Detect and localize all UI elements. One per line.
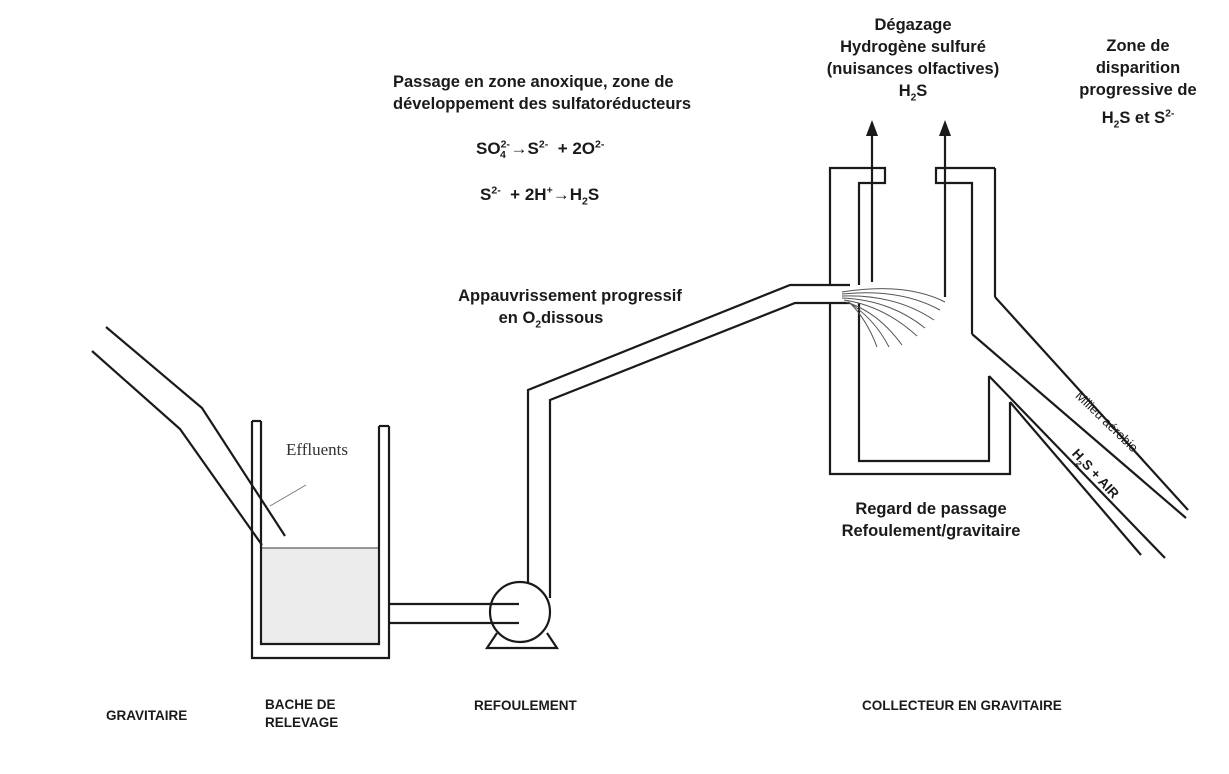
oxygen-depletion-label: Appauvrissement progressif en O2dissous: [446, 285, 694, 330]
arrow-head-left-icon: [866, 120, 878, 136]
eq1-product1-charge: 2-: [538, 138, 549, 151]
spray-arc: [841, 288, 946, 303]
eq1-reactant: SO: [476, 139, 501, 158]
effluent-spray: [841, 288, 946, 348]
spray-arc: [841, 292, 941, 311]
suction-pipe: [389, 602, 519, 625]
anoxic-zone-label: Passage en zone anoxique, zone de dévelo…: [393, 71, 691, 115]
formula-mid: S et S: [1119, 109, 1166, 127]
eq1-reactant-subscript: 4: [499, 149, 506, 162]
effluents-leader-line: [269, 484, 307, 507]
force-main-pipe: [526, 283, 850, 598]
manhole-label: Regard de passage Refoulement/gravitaire: [806, 498, 1056, 542]
lift-tank: [250, 419, 391, 660]
pump: [484, 580, 560, 650]
anoxic-zone-line2: développement des sulfatoréducteurs: [393, 95, 691, 113]
degassing-line2: Hydrogène sulfuré: [840, 38, 986, 56]
manhole-line1: Regard de passage: [855, 500, 1007, 518]
anoxic-zone-line1: Passage en zone anoxique, zone de: [393, 73, 674, 91]
degassing-line3: (nuisances olfactives): [826, 60, 1000, 78]
oxygen-depletion-line1: Appauvrissement progressif: [458, 287, 682, 305]
oxygen-depletion-line2: en O2dissous: [408, 307, 694, 331]
eq2-arrow: →: [552, 185, 570, 204]
tank-water: [261, 548, 379, 644]
section-label-bache: BACHE DE RELEVAGE: [265, 696, 338, 732]
o2-prefix: en O: [498, 309, 536, 327]
section-label-collecteur: COLLECTEUR EN GRAVITAIRE: [862, 698, 1062, 713]
o2-suffix: dissous: [541, 309, 604, 327]
formula-s: S: [916, 82, 928, 100]
spray-arc: [849, 302, 878, 348]
formula-h: H: [898, 82, 911, 100]
spray-arc: [841, 295, 935, 321]
formula-h: H: [1101, 109, 1114, 127]
eq2-reactant-charge: 2-: [491, 184, 501, 197]
bache-line2: RELEVAGE: [265, 715, 339, 730]
eq1-product2-charge: 2-: [595, 138, 605, 151]
gravity-inlet-pipe: [91, 326, 286, 546]
manhole-chamber: [828, 166, 1012, 476]
eq2-product-subscript: 2: [582, 195, 588, 208]
spray-arc: [841, 297, 926, 329]
degassing-arrows: [866, 120, 951, 297]
disappearance-formula: H2S et S2-: [1058, 107, 1218, 131]
disappearance-line1: Zone de: [1106, 37, 1170, 55]
eq2-hydrogen-charge: +: [546, 184, 553, 197]
degassing-formula: H2S: [808, 80, 1018, 104]
formula-subscript: 2: [1113, 119, 1120, 131]
arrow-head-right-icon: [939, 120, 951, 136]
eq2-product-h: H: [569, 185, 582, 204]
eq1-arrow: →: [510, 139, 528, 158]
manhole-line2: Refoulement/gravitaire: [841, 522, 1021, 540]
formula-subscript: 2: [910, 92, 917, 104]
disappearance-zone-label: Zone de disparition progressive de H2S e…: [1058, 35, 1218, 131]
effluents-label: Effluents: [286, 440, 349, 459]
eq2-reactant: S: [480, 185, 492, 204]
eq2-product-s: S: [587, 185, 600, 204]
h2s-formation-equation: S2- + 2H+→H2S: [480, 184, 600, 208]
section-label-refoulement: REFOULEMENT: [474, 698, 577, 713]
bache-line1: BACHE DE: [265, 697, 336, 712]
spray-arc: [847, 301, 890, 348]
spray-arc: [843, 299, 918, 337]
degassing-line1: Dégazage: [874, 16, 952, 34]
gravity-collector-pipe: [971, 296, 1189, 559]
o2-subscript: 2: [535, 319, 541, 331]
eq1-product1: S: [527, 139, 539, 158]
eq1-product2: + 2O: [557, 139, 596, 158]
disappearance-line2: disparition: [1095, 59, 1181, 77]
disappearance-line3: progressive de: [1079, 81, 1197, 99]
eq2-hydrogen: + 2H: [510, 185, 547, 204]
degassing-label: Dégazage Hydrogène sulfuré (nuisances ol…: [808, 14, 1018, 104]
section-label-gravitaire: GRAVITAIRE: [106, 708, 188, 723]
sulfate-reduction-equation: SO2-4 →S2- + 2O2-: [476, 138, 605, 162]
formula-charge: 2-: [1165, 108, 1175, 120]
